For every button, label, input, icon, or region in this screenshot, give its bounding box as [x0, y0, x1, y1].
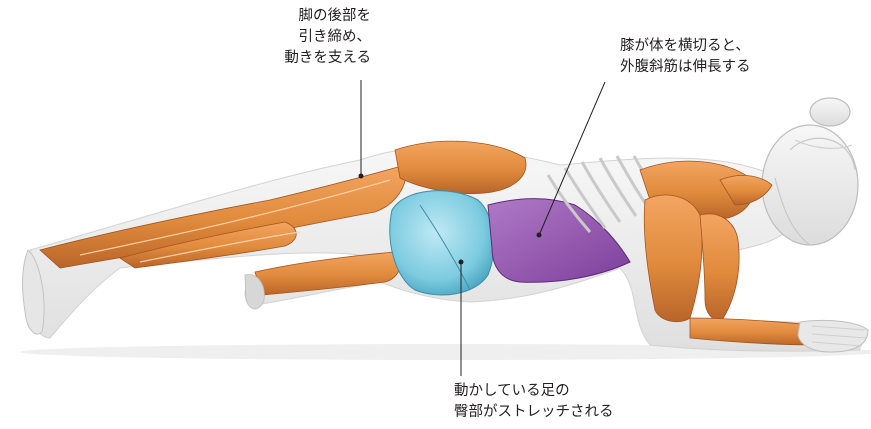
head — [762, 98, 858, 245]
callout-line: 膝が体を横切ると、 — [620, 36, 751, 57]
callout-line: 脚の後部を — [284, 6, 371, 27]
callout-line: 引き締め、 — [284, 27, 371, 48]
callout-line: 外腹斜筋は伸長する — [620, 57, 751, 78]
leader-dot-obliques — [537, 233, 542, 238]
callout-hamstrings: 脚の後部を 引き締め、 動きを支える — [284, 6, 371, 69]
callout-gluteal: 動かしている足の 臀部がストレッチされる — [454, 381, 614, 423]
callout-obliques: 膝が体を横切ると、 外腹斜筋は伸長する — [620, 36, 751, 78]
leader-dot-hamstrings — [359, 174, 364, 179]
hands — [798, 320, 868, 352]
stretched-gluteal — [390, 191, 494, 295]
callout-line: 動きを支える — [284, 48, 371, 69]
leader-dot-gluteal — [459, 260, 464, 265]
callout-line: 動かしている足の — [454, 381, 614, 402]
callout-line: 臀部がストレッチされる — [454, 402, 614, 423]
